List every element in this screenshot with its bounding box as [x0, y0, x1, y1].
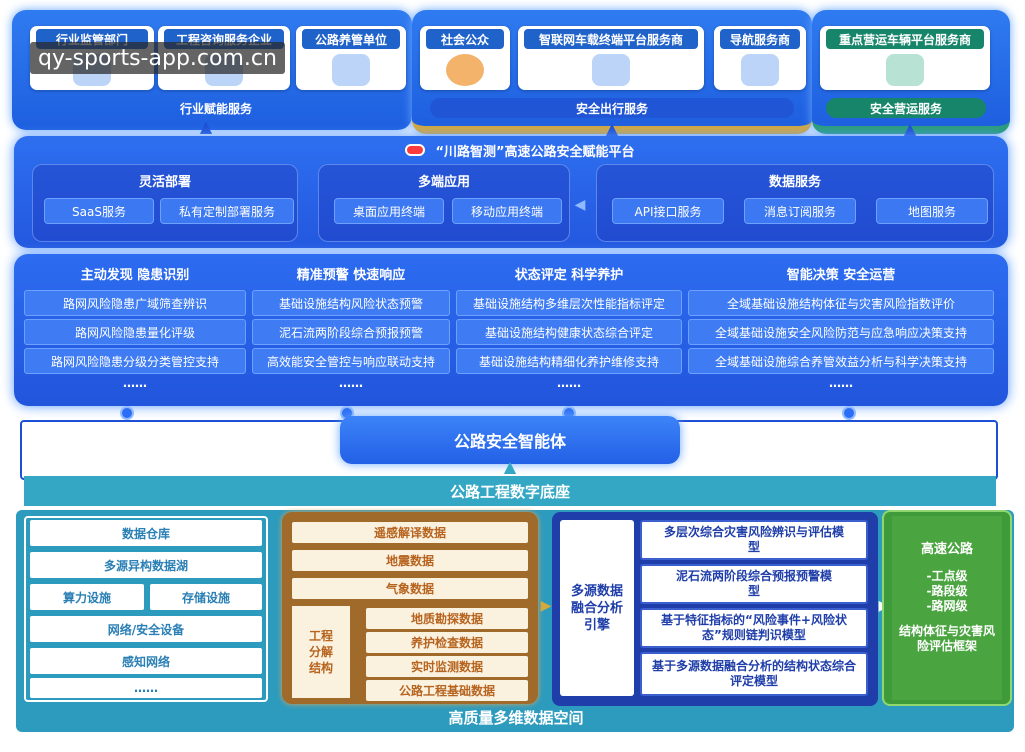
platform-chip-saas[interactable]: SaaS服务: [44, 198, 154, 224]
brand-logo-icon: [405, 144, 426, 156]
platform-chip-api[interactable]: API接口服务: [612, 198, 724, 224]
platform-chip-desktop[interactable]: 桌面应用终端: [334, 198, 444, 224]
platform-chip-private-deploy[interactable]: 私有定制部署服务: [160, 198, 294, 224]
assessment-framework[interactable]: 高速公路 -工点级 -路段级 -路网级 结构体征与灾害风险评估框架: [892, 516, 1002, 700]
service-card-navigation[interactable]: 导航服务商: [714, 26, 806, 90]
framework-title: 高速公路: [920, 542, 973, 557]
connector-node: [120, 406, 134, 420]
model-item[interactable]: 泥石流两阶段综合预报预警模型: [640, 564, 868, 604]
service-card-label: 重点营运车辆平台服务商: [826, 29, 984, 49]
road-maintenance-icon: [332, 54, 370, 86]
capability-item[interactable]: 基础设施结构精细化养护维修支持: [456, 348, 682, 374]
service-card-vehicle-terminal[interactable]: 智联网车载终端平台服务商: [518, 26, 704, 90]
digital-base-bar: 公路工程数字底座: [24, 476, 996, 506]
highway-safety-agent[interactable]: 公路安全智能体: [340, 416, 680, 464]
safety-platform: [14, 136, 1008, 248]
more-indicator: ……: [829, 376, 853, 390]
infra-item[interactable]: 感知网络: [30, 648, 262, 674]
service-card-label: 社会公众: [426, 29, 504, 49]
up-arrow-icon: ▲: [503, 456, 517, 476]
infra-item[interactable]: 存储设施: [150, 584, 262, 610]
up-arrow-icon: ▲: [199, 116, 213, 136]
service-card-fleet-platform[interactable]: 重点营运车辆平台服务商: [820, 26, 990, 90]
up-arrow-icon: ▲: [605, 118, 619, 138]
capability-item[interactable]: 高效能安全管控与响应联动支持: [252, 348, 450, 374]
capability-column-decision: 智能决策 安全运营 全域基础设施结构体征与灾害风险指数评价 全域基础设施安全风险…: [688, 262, 994, 400]
capability-item[interactable]: 路网风险隐患广域筛查辨识: [24, 290, 246, 316]
capability-column-assessment: 状态评定 科学养护 基础设施结构多维层次性能指标评定 基础设施结构健康状态综合评…: [456, 262, 682, 400]
capability-item[interactable]: 全域基础设施安全风险防范与应急响应决策支持: [688, 319, 994, 345]
data-source-item[interactable]: 气象数据: [292, 578, 528, 599]
infra-item[interactable]: 多源异构数据湖: [30, 552, 262, 578]
data-source-item[interactable]: 地震数据: [292, 550, 528, 571]
capability-item[interactable]: 路网风险隐患分级分类管控支持: [24, 348, 246, 374]
service-card-public[interactable]: 社会公众: [420, 26, 510, 90]
more-indicator: ……: [339, 376, 363, 390]
model-item[interactable]: 基于多源数据融合分析的结构状态综合评定模型: [640, 652, 868, 696]
framework-level: -工点级: [926, 569, 968, 583]
service-card-label: 智联网车载终端平台服务商: [524, 29, 698, 49]
capability-column-warning: 精准预警 快速响应 基础设施结构风险状态预警 泥石流两阶段综合预报预警 高效能安…: [252, 262, 450, 400]
infra-item[interactable]: 网络/安全设备: [30, 616, 262, 642]
data-space-title: 高质量多维数据空间: [448, 708, 584, 727]
truck-icon: [886, 54, 924, 86]
capability-title: 精准预警 快速响应: [296, 267, 406, 283]
data-source-item[interactable]: 养护检查数据: [366, 632, 528, 653]
platform-group-title: 多端应用: [417, 174, 470, 190]
data-source-item[interactable]: 公路工程基础数据: [366, 680, 528, 701]
up-arrow-icon: ▲: [903, 118, 917, 138]
infra-item[interactable]: 数据仓库: [30, 520, 262, 546]
infrastructure-panel: [24, 516, 268, 702]
platform-chip-map[interactable]: 地图服务: [876, 198, 988, 224]
navigation-icon: [741, 54, 779, 86]
capability-title: 状态评定 科学养护: [514, 267, 624, 283]
more-indicator: ……: [557, 376, 581, 390]
travel-service-label: 安全出行服务: [430, 98, 794, 118]
capability-item[interactable]: 泥石流两阶段综合预报预警: [252, 319, 450, 345]
more-indicator: ……: [123, 376, 147, 390]
platform-group-title: 数据服务: [768, 174, 821, 190]
model-item[interactable]: 多层次综合灾害风险辨识与评估模型: [640, 520, 868, 560]
framework-level: -路段级: [926, 584, 968, 598]
capability-title: 智能决策 安全运营: [786, 267, 896, 283]
service-card-label: 公路养管单位: [302, 29, 400, 49]
infra-item[interactable]: 算力设施: [30, 584, 144, 610]
capability-column-discovery: 主动发现 隐患识别 路网风险隐患广域筛查辨识 路网风险隐患量化评级 路网风险隐患…: [24, 262, 246, 400]
watermark-text: qy-sports-app.com.cn: [30, 42, 285, 74]
capability-item[interactable]: 全域基础设施结构体征与灾害风险指数评价: [688, 290, 994, 316]
service-card-maintenance[interactable]: 公路养管单位: [296, 26, 406, 90]
structure-decomposition-box[interactable]: 工程分解结构: [292, 606, 350, 698]
capability-title: 主动发现 隐患识别: [80, 267, 190, 283]
fusion-engine[interactable]: 多源数据融合分析引擎: [560, 520, 634, 696]
terminal-icon: [592, 54, 630, 86]
service-card-label: 导航服务商: [720, 29, 800, 49]
data-source-item[interactable]: 遥感解译数据: [292, 522, 528, 543]
left-arrow-icon: ◀: [574, 197, 586, 213]
more-indicator: ……: [30, 678, 262, 698]
framework-level: -路网级: [926, 599, 968, 613]
connector-node: [842, 406, 856, 420]
capability-item[interactable]: 路网风险隐患量化评级: [24, 319, 246, 345]
data-source-item[interactable]: 实时监测数据: [366, 656, 528, 677]
right-arrow-icon: ▶: [540, 598, 552, 614]
platform-title: “川路智测”高速公路安全赋能平台: [360, 140, 680, 160]
platform-chip-subscription[interactable]: 消息订阅服务: [744, 198, 856, 224]
capability-item[interactable]: 基础设施结构健康状态综合评定: [456, 319, 682, 345]
capability-item[interactable]: 基础设施结构风险状态预警: [252, 290, 450, 316]
model-item[interactable]: 基于特征指标的“风险事件+风险状态”规则链判识模型: [640, 608, 868, 648]
operation-service-label: 安全营运服务: [826, 98, 986, 118]
industry-service-label: 行业赋能服务: [179, 101, 252, 116]
framework-subtitle: 结构体征与灾害风险评估框架: [898, 624, 995, 653]
capability-item[interactable]: 全域基础设施综合养管效益分析与科学决策支持: [688, 348, 994, 374]
platform-title-text: “川路智测”高速公路安全赋能平台: [435, 144, 635, 160]
platform-chip-mobile[interactable]: 移动应用终端: [452, 198, 562, 224]
data-source-item[interactable]: 地质勘探数据: [366, 608, 528, 629]
capability-item[interactable]: 基础设施结构多维层次性能指标评定: [456, 290, 682, 316]
person-icon: [446, 54, 484, 86]
platform-group-title: 灵活部署: [138, 174, 191, 190]
